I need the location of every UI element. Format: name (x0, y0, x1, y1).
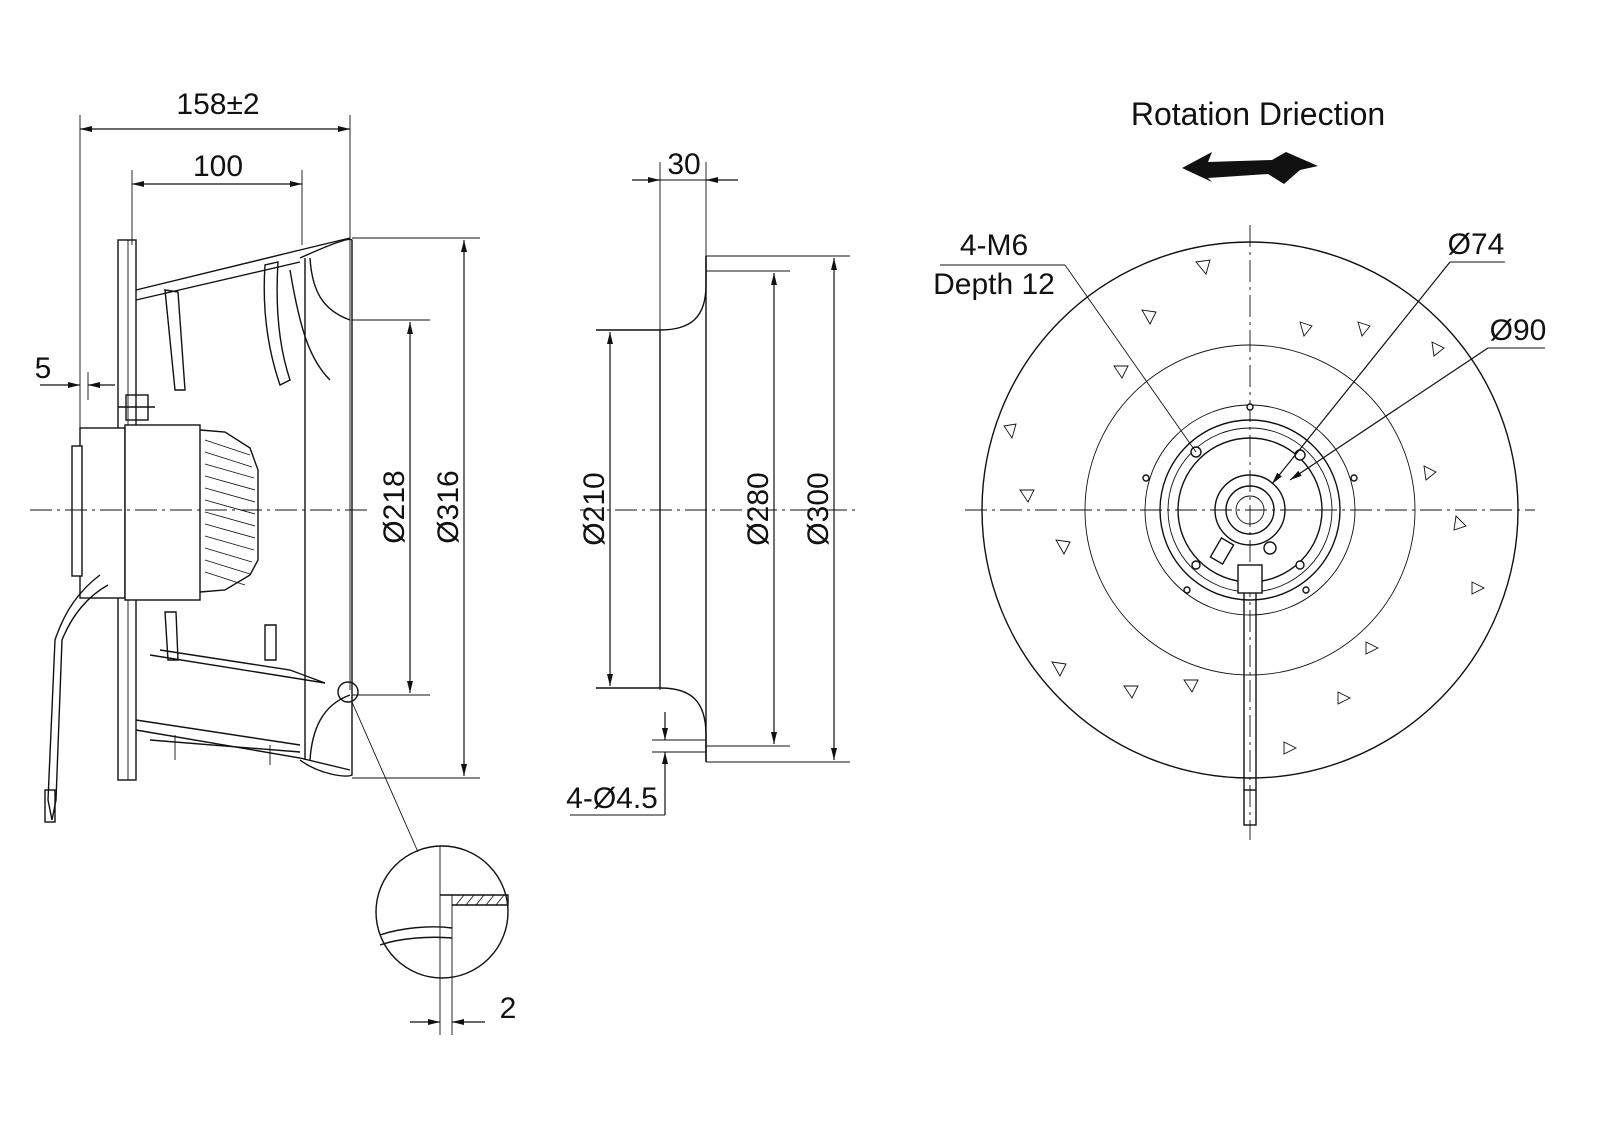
impeller-outer-circle (981, 241, 1519, 779)
dim-ring-depth: 30 (667, 148, 700, 181)
dim-hub-small: Ø74 (1448, 228, 1505, 261)
dim-mount-holes: 4-Ø4.5 (566, 782, 658, 815)
detail-circle (375, 845, 509, 979)
dim-hub-large: Ø90 (1490, 314, 1547, 347)
thread-label-line2: Depth 12 (933, 268, 1055, 301)
dim-detail-thickness: 2 (500, 992, 517, 1025)
inlet-ring-view: 30 Ø210 Ø280 Ø300 4-Ø4.5 (566, 148, 860, 816)
dim-impeller-diameter: Ø316 (432, 470, 465, 543)
front-view: Rotation Driection (933, 96, 1546, 840)
rotation-label: Rotation Driection (1131, 96, 1385, 132)
dim-flange-offset: 5 (35, 352, 52, 385)
dim-overall-length: 158±2 (176, 88, 259, 121)
dim-throat-diameter: Ø210 (578, 472, 611, 545)
blade-slots (1003, 259, 1486, 755)
dim-inlet-depth: 100 (193, 150, 243, 183)
side-view: 158±2 100 5 (30, 88, 516, 1035)
thread-label-line1: 4-M6 (960, 229, 1028, 262)
dim-inlet-diameter: Ø218 (378, 470, 411, 543)
dim-bolt-circle: Ø280 (742, 472, 775, 545)
dim-outer-diameter: Ø300 (802, 472, 835, 545)
rotation-arrow-icon (1182, 152, 1318, 184)
